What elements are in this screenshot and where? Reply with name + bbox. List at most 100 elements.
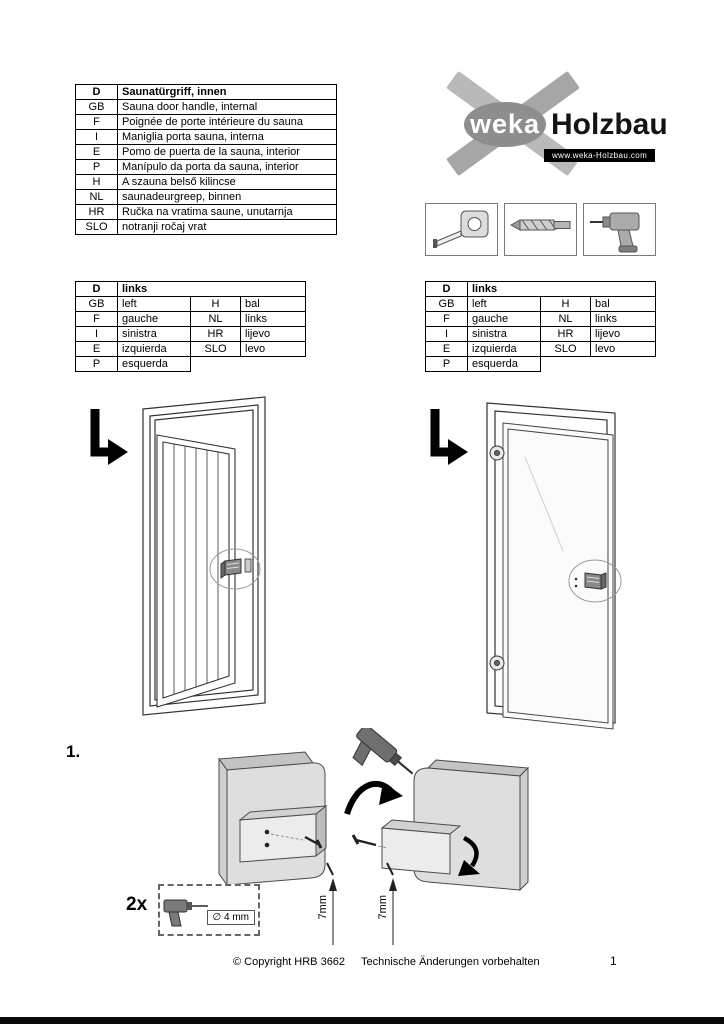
table-row: P esquerda	[425, 356, 656, 372]
depth-label-back: 7mm	[377, 895, 389, 922]
table-row: GB left H bal	[425, 296, 656, 312]
drill-icon	[352, 728, 414, 775]
translation-cell: left	[467, 296, 541, 312]
table-row: F gauche NL links	[75, 311, 306, 327]
door-hinges	[489, 445, 505, 671]
translation-cell: levo	[240, 341, 306, 357]
step-number: 1.	[66, 742, 81, 761]
translation-cell: Sauna door handle, internal	[117, 99, 337, 115]
lang-code-cell: NL	[75, 189, 118, 205]
tool-tape-measure	[425, 203, 498, 256]
handle-highlight-circle	[568, 559, 622, 603]
drill-diameter-label: ∅ 4 mm	[206, 910, 255, 925]
translation-cell: izquierda	[117, 341, 191, 357]
depth-label-front: 7mm	[317, 895, 329, 922]
lang-code-cell: GB	[75, 296, 118, 312]
screw-hole-dot	[574, 584, 578, 588]
door-diagram-wood-left	[142, 396, 266, 716]
page-edge-strip	[0, 1017, 724, 1024]
translation-cell: Pomo de puerta de la sauna, interior	[117, 144, 337, 160]
swing-direction-arrow-icon	[90, 409, 128, 465]
lang-code-cell: I	[75, 129, 118, 145]
table-row: I sinistra HR lijevo	[75, 326, 306, 342]
translation-cell: sinistra	[117, 326, 191, 342]
logo-url: www.weka-Holzbau.com	[544, 149, 656, 162]
lang-code-cell: F	[425, 311, 468, 327]
table-row: P Manípulo da porta da sauna, interior	[75, 159, 337, 175]
table-row: GB left H bal	[75, 296, 306, 312]
handle-highlight-circle	[209, 548, 261, 590]
lang-code-cell: HR	[190, 326, 241, 342]
translation-cell: esquerda	[117, 356, 191, 372]
table-row: I sinistra HR lijevo	[425, 326, 656, 342]
lang-code-cell: H	[540, 296, 591, 312]
lang-code-cell: H	[190, 296, 241, 312]
lang-code-cell: GB	[425, 296, 468, 312]
lang-code-cell: E	[425, 341, 468, 357]
translation-cell: A szauna belső kilincse	[117, 174, 337, 190]
lang-code-cell: HR	[540, 326, 591, 342]
depth-arrowhead	[329, 878, 337, 891]
lang-code-cell: F	[75, 114, 118, 130]
lang-code-cell: P	[75, 159, 118, 175]
table-row: H A szauna belső kilincse	[75, 174, 337, 190]
screw-hole-dot	[264, 829, 270, 835]
glass-leaf	[502, 422, 614, 730]
orientation-title-cell: links	[117, 281, 306, 297]
table-row: E izquierda SLO levo	[425, 341, 656, 357]
translation-cell: gauche	[467, 311, 541, 327]
translation-cell: saunadeurgreep, binnen	[117, 189, 337, 205]
screw-hole-dot	[574, 577, 578, 581]
quantity-label: 2x	[126, 894, 148, 915]
translation-cell: esquerda	[467, 356, 541, 372]
translation-cell: lijevo	[240, 326, 306, 342]
screw-icon	[351, 834, 377, 847]
footer-copyright: © Copyright HRB 3662	[233, 956, 346, 968]
lang-code-cell: H	[75, 174, 118, 190]
swing-direction-arrow-icon	[430, 409, 468, 465]
lang-code-cell: P	[425, 356, 468, 372]
screw-icon	[386, 862, 394, 876]
flip-arrow-icon	[344, 780, 403, 815]
depth-value: 7mm	[377, 895, 389, 920]
logo-name: Holzbau	[551, 107, 668, 141]
door-planks	[173, 444, 219, 694]
door-handle	[220, 558, 252, 579]
product-name-table: D Saunatürgriff, innen GB Sauna door han…	[75, 84, 337, 235]
orientation-title-cell: links	[467, 281, 656, 297]
table-row: E Pomo de puerta de la sauna, interior	[75, 144, 337, 160]
lang-code-cell: D	[75, 84, 118, 100]
lang-code-cell: GB	[75, 99, 118, 115]
leader-line	[377, 845, 389, 849]
product-title-cell: Saunatürgriff, innen	[117, 84, 337, 100]
lang-code-cell: E	[75, 341, 118, 357]
required-tools	[425, 203, 656, 256]
table-row: I Maniglia porta sauna, interna	[75, 129, 337, 145]
glass-shine-line	[524, 456, 564, 552]
cordless-screwdriver-icon	[589, 212, 639, 252]
lang-code-cell: HR	[75, 204, 118, 220]
tape-measure-icon	[432, 210, 488, 248]
translation-cell: bal	[240, 296, 306, 312]
orientation-table-right: D links GB left H bal F gauche NL links …	[425, 281, 656, 372]
table-row: D links	[75, 281, 306, 297]
footer-page-number: 1	[610, 954, 617, 968]
screw-icon	[304, 835, 323, 849]
orientation-table-left: D links GB left H bal F gauche NL links …	[75, 281, 306, 372]
lang-code-cell: SLO	[540, 341, 591, 357]
translation-cell: lijevo	[590, 326, 656, 342]
table-row: D links	[425, 281, 656, 297]
rotate-arrow-icon	[458, 835, 480, 876]
translation-cell: Ručka na vratima saune, unutarnja	[117, 204, 337, 220]
logo-brand: weka	[464, 102, 546, 147]
weka-holzbau-logo: weka Holzbau www.weka-Holzbau.com	[446, 70, 670, 177]
door-handle	[584, 572, 607, 590]
depth-arrow	[332, 888, 394, 945]
lang-code-cell: I	[425, 326, 468, 342]
translation-cell: links	[590, 311, 656, 327]
tool-drill-bit	[504, 203, 577, 256]
translation-cell: links	[240, 311, 306, 327]
lang-code-cell: P	[75, 356, 118, 372]
door-diagram-glass-right	[486, 402, 622, 730]
